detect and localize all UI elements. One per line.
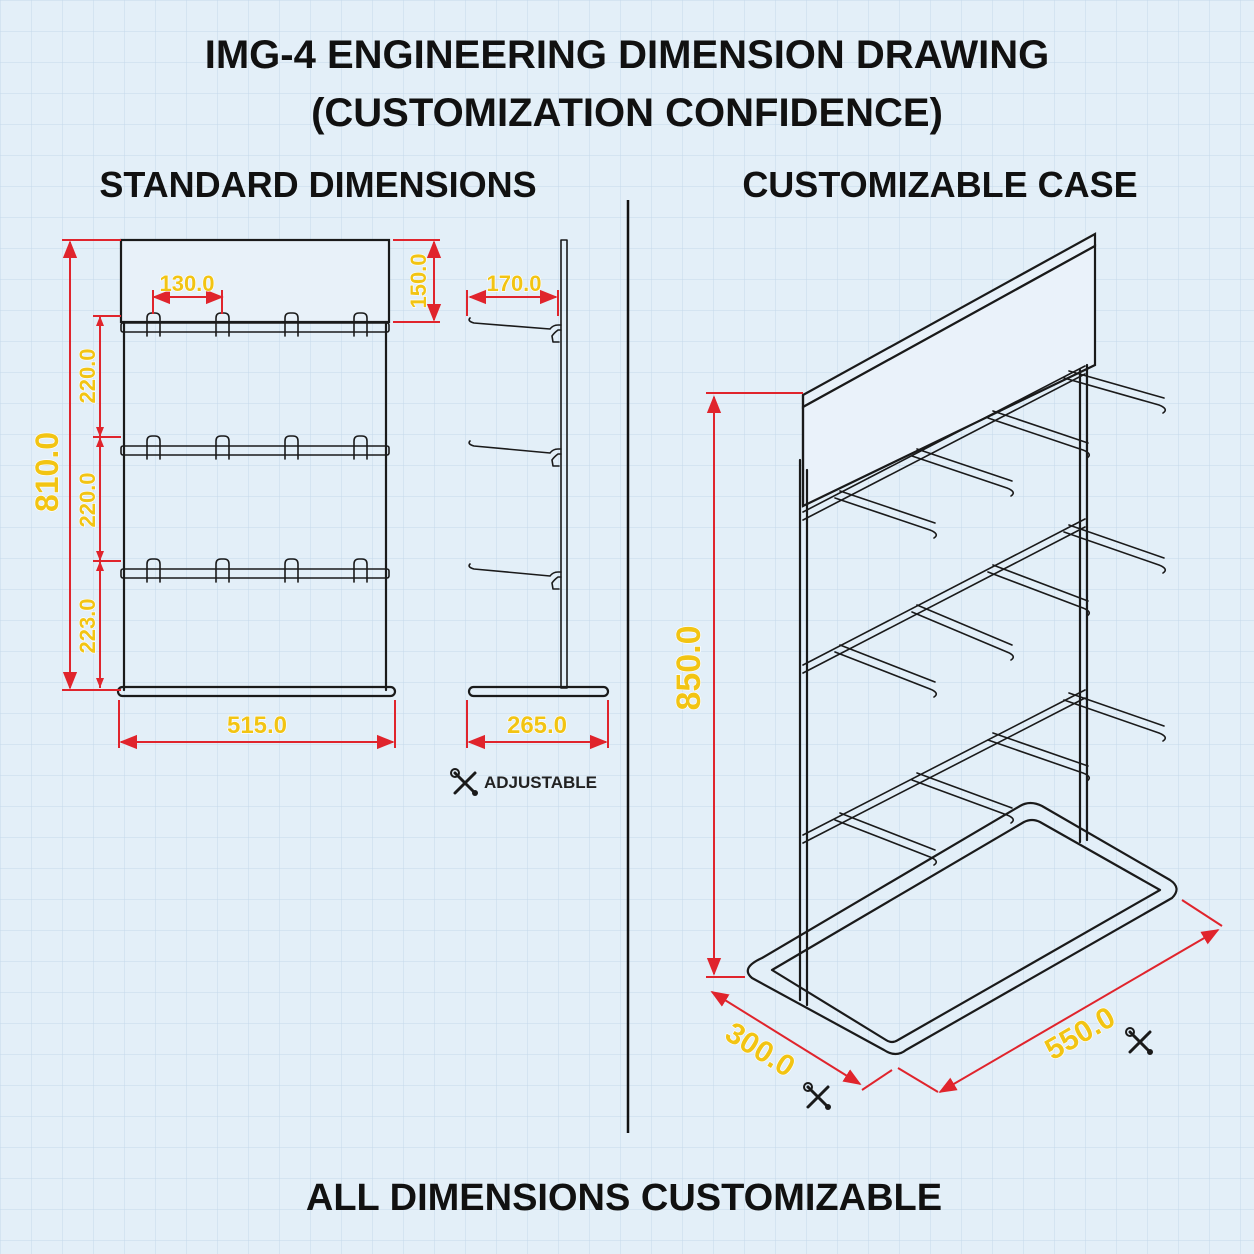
tool-icon-width [1125,1027,1153,1055]
front-header-panel [119,238,391,324]
front-base-bar [116,685,397,698]
wrench-screwdriver-icon [450,768,478,796]
drawing-title-line2: (CUSTOMIZATION CONFIDENCE) [311,91,943,135]
front-rail-middle [120,445,390,456]
drawing-title-line1: IMG-4 ENGINEERING DIMENSION DRAWING [205,33,1050,77]
section-heading-standard: STANDARD DIMENSIONS [99,164,536,205]
dim-line-iso-depth [710,991,862,1085]
tool-icon-depth [803,1082,831,1110]
dim-tier-1: 220.0 [75,348,100,403]
front-view: 810.0 220.0 220.0 223.0 130.0 150.0 515.… [28,238,442,750]
section-heading-customizable: CUSTOMIZABLE CASE [742,164,1137,205]
iso-base-frame [746,801,1178,1056]
iso-tier-1 [802,365,1167,539]
dim-hook-spacing: 130.0 [159,271,214,296]
dim-hook-length: 170.0 [486,271,541,296]
dim-line-iso-width [938,929,1220,1093]
side-view: 170.0 265.0 ADJUSTABLE [450,239,610,796]
dim-tier-2: 220.0 [75,472,100,527]
front-hooks [146,312,368,583]
front-rail-bottom [120,568,390,579]
side-base-bar [467,685,610,698]
dim-header-height: 150.0 [406,253,431,308]
side-hooks [468,317,562,590]
dim-width: 515.0 [227,712,287,739]
dim-tier-3: 223.0 [75,598,100,653]
dim-iso-height: 850.0 [670,625,708,710]
front-rail-top [120,322,390,333]
iso-tier-3 [802,689,1167,866]
dim-base-depth: 265.0 [507,712,567,739]
dim-total-height: 810.0 [29,432,65,512]
iso-tier-2 [802,518,1167,698]
footer-note: ALL DIMENSIONS CUSTOMIZABLE [306,1177,942,1219]
adjustable-label: ADJUSTABLE [484,773,597,792]
